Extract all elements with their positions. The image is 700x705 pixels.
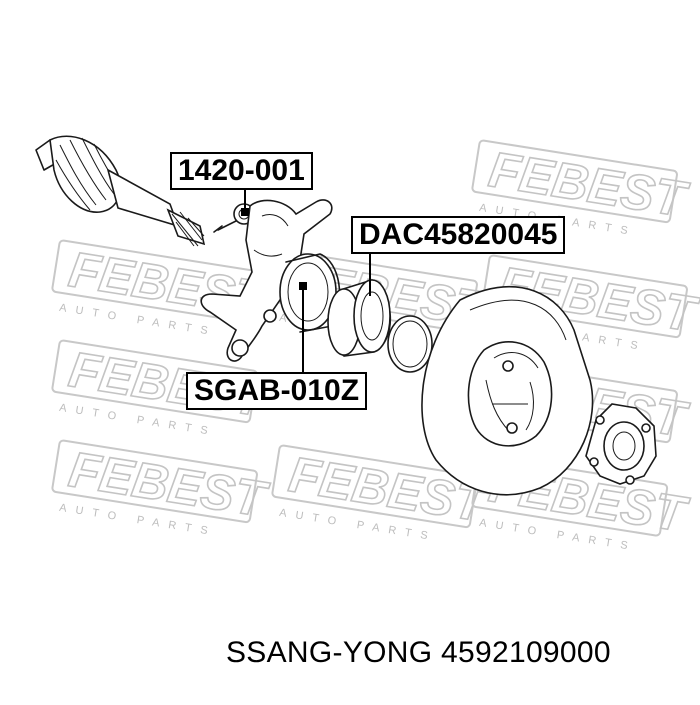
callout-hub-bolt: 1420-001 [170,152,313,190]
wheel-hub-part [585,403,657,485]
part-caption: SSANG-YONG 4592109000 [226,636,611,670]
wheel-bearing-part [327,279,392,357]
drive-shaft [35,135,206,247]
callout-abs-ring: SGAB-010Z [186,372,368,410]
caption-part-number: 4592109000 [441,636,611,669]
steering-knuckle [200,199,333,362]
snap-ring-part [387,315,433,373]
callout-wheel-bearing: DAC45820045 [351,216,566,254]
caption-brand: SSANG-YONG [226,636,433,669]
brake-backing-plate [421,286,594,496]
watermark-logo: FEBEST AUTO PARTS [51,439,274,539]
